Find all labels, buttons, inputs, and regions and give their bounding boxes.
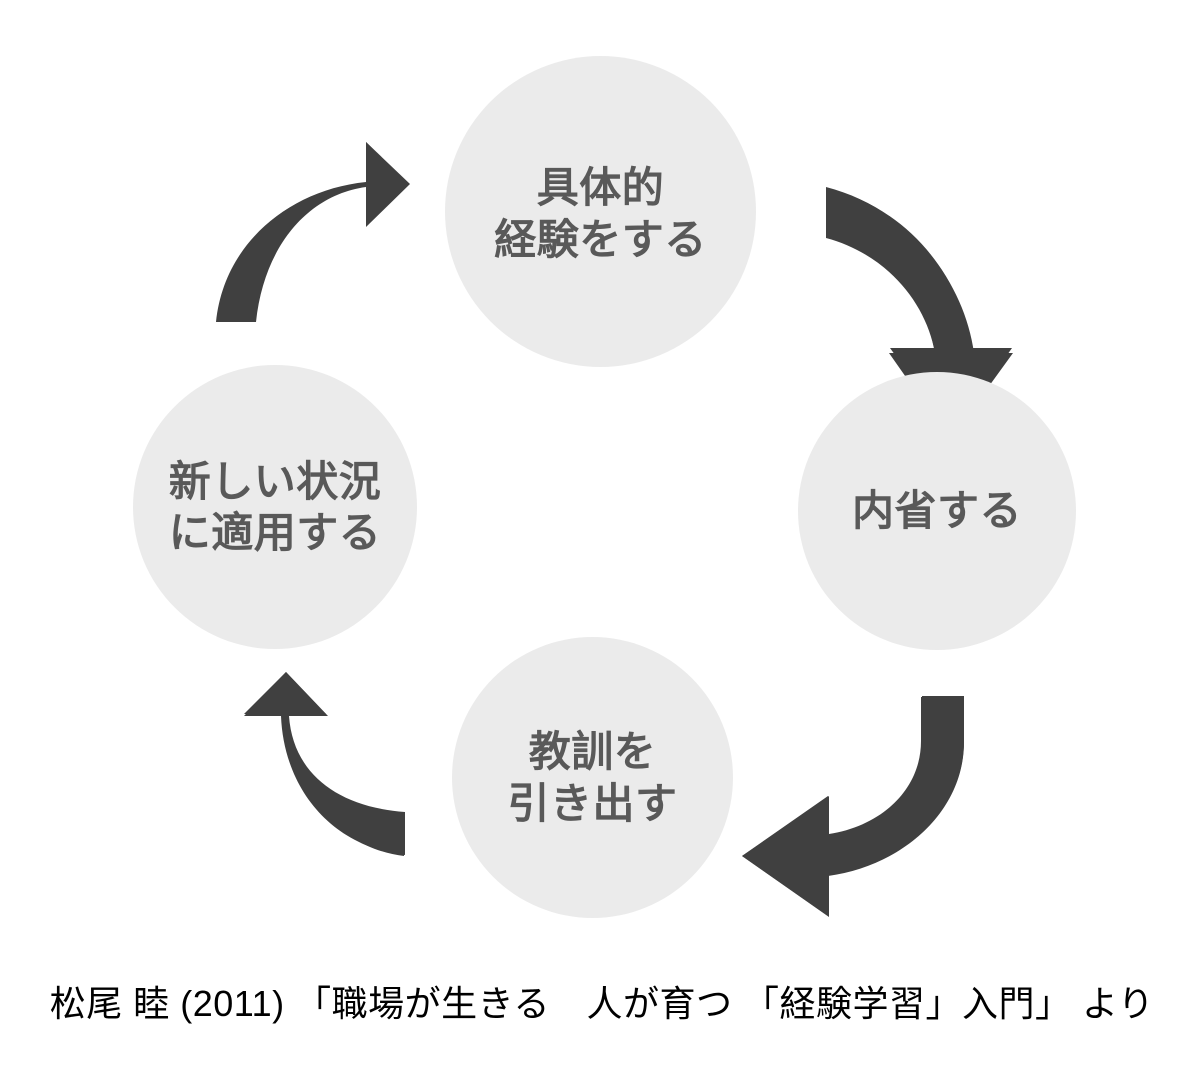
source-caption: 松尾 睦 (2011) 「職場が生きる 人が育つ 「経験学習」入門」 より — [49, 983, 1155, 1024]
cycle-node-apply[interactable]: 新しい状況 に適用する — [133, 365, 417, 649]
cycle-node-lessons[interactable]: 教訓を 引き出す — [452, 637, 733, 918]
arrow-reflect-to-lessons — [742, 697, 964, 917]
cycle-node-reflect-label: 内省する — [851, 487, 1022, 535]
cycle-node-apply-label: 新しい状況 に適用する — [168, 457, 382, 556]
cycle-node-reflect[interactable]: 内省する — [798, 372, 1076, 650]
cycle-node-experience-label: 具体的 経験をする — [494, 164, 707, 263]
cycle-node-experience[interactable]: 具体的 経験をする — [445, 56, 756, 367]
cycle-node-lessons-label: 教訓を 引き出す — [507, 728, 678, 827]
arrow-lessons-to-apply — [244, 672, 405, 855]
arrow-apply-to-experience — [216, 142, 410, 322]
